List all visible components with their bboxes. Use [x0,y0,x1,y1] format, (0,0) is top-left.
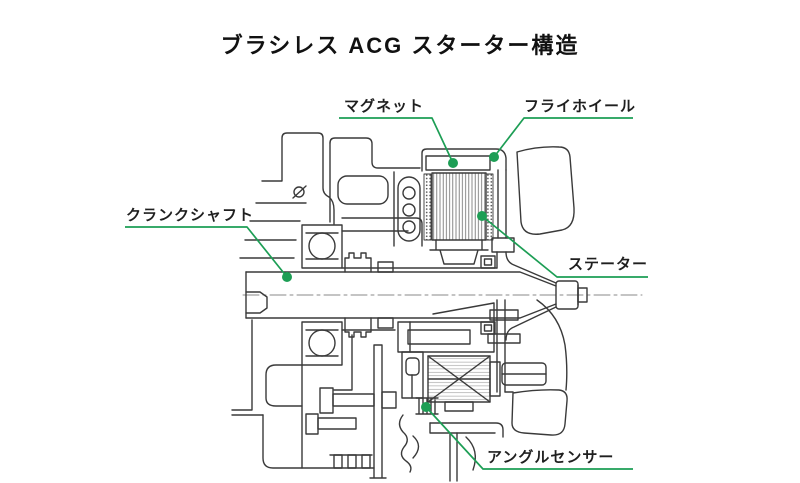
fan-blades [511,146,575,436]
label-magnet: マグネット [344,98,425,115]
flywheel-cup-and-magnet [421,148,557,341]
label-angle-sensor: アングルセンサー [487,449,615,466]
crankshaft-callout-dot [282,272,292,282]
label-flywheel: フライホイール [524,98,637,115]
angle-sensor-callout-dot [421,402,431,412]
crankshaft-callout-line [125,226,288,278]
page-title: ブラシレス ACG スターター構造 [220,33,580,58]
stator-assembly [341,171,498,269]
crankshaft-shaft [245,252,588,338]
angle-sensor-callout-line [425,406,633,470]
main-bearing [301,224,343,366]
magnet-callout-line [339,117,454,164]
angle-sensor-assembly [397,299,547,482]
label-stator: ステーター [568,256,649,273]
stator-callout-line [481,215,648,278]
stator-callout-dot [477,211,487,221]
crankcase-lower-left [231,319,397,479]
magnet-callout-dot [448,158,458,168]
flywheel-callout-dot [489,152,499,162]
label-crankshaft: クランクシャフト [126,207,255,224]
crankcase-left-wall [239,132,423,259]
flywheel-callout-line [493,117,633,158]
